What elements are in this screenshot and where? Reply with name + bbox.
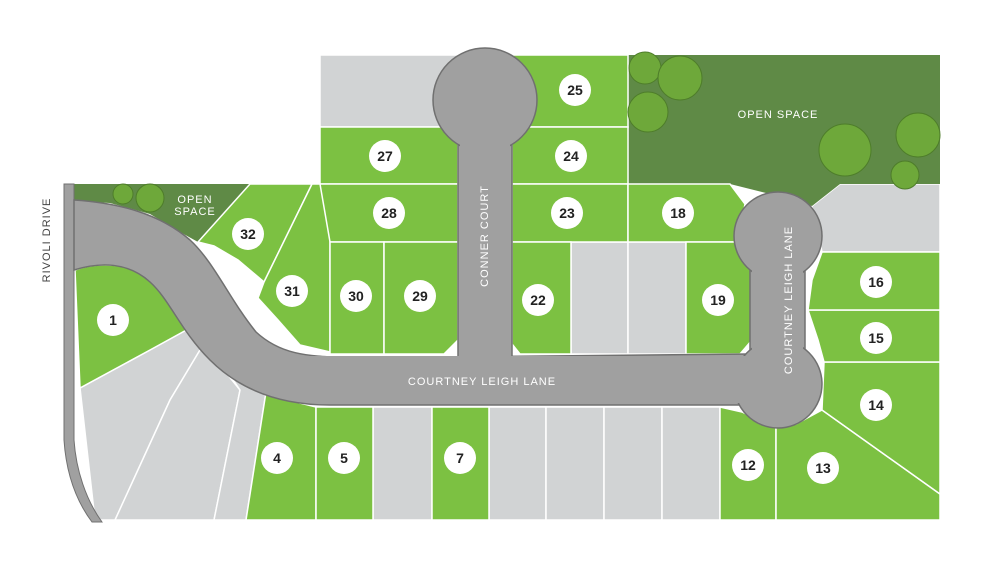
lot-number-label: 32 [240,226,256,242]
lot-marker-32[interactable]: 32 [232,218,264,250]
lot-marker-15[interactable]: 15 [860,322,892,354]
lot-marker-16[interactable]: 16 [860,266,892,298]
lot-marker-18[interactable]: 18 [662,197,694,229]
street-label-courtney-east: COURTNEY LEIGH LANE [783,226,795,374]
lot-marker-circle [662,197,694,229]
lot-number-label: 16 [868,274,884,290]
lot-marker-circle [807,452,839,484]
lot-marker-31[interactable]: 31 [276,275,308,307]
lot-unavailable-south-8 [488,406,547,521]
lot-marker-28[interactable]: 28 [373,197,405,229]
lot-marker-30[interactable]: 30 [340,280,372,312]
lot-number-label: 4 [273,450,281,466]
lot-marker-circle [369,140,401,172]
lot-marker-14[interactable]: 14 [860,389,892,421]
lot-marker-circle [340,280,372,312]
lot-unavailable-east-17 [811,183,941,253]
lot-marker-1[interactable]: 1 [97,304,129,336]
lot-marker-circle [522,284,554,316]
street-label-rivoli-drive: RIVOLI DRIVE [41,198,53,283]
lot-marker-circle [860,266,892,298]
lot-marker-24[interactable]: 24 [555,140,587,172]
lot-marker-22[interactable]: 22 [522,284,554,316]
open-space-label-small-2: SPACE [174,206,215,218]
lot-number-label: 27 [377,148,393,164]
lot-marker-circle [261,442,293,474]
lot-marker-circle [232,218,264,250]
available-lots [74,54,941,521]
lot-marker-circle [860,389,892,421]
lot-number-label: 18 [670,205,686,221]
lot-number-label: 7 [456,450,464,466]
trees [112,51,941,213]
open-space-label-large: OPEN SPACE [738,109,819,121]
lot-marker-circle [328,442,360,474]
lot-number-label: 5 [340,450,348,466]
lot-marker-circle [97,304,129,336]
lot-marker-27[interactable]: 27 [369,140,401,172]
roads [63,47,823,523]
lot-number-label: 28 [381,205,397,221]
lot-unavailable-south-9 [545,406,605,521]
lot-marker-7[interactable]: 7 [444,442,476,474]
lot-marker-circle [373,197,405,229]
lot-unavailable-south-10 [603,406,663,521]
open-space-label-small-1: OPEN [177,194,212,206]
lot-unavailable-center-21 [627,241,687,355]
lot-marker-circle [732,449,764,481]
lot-marker-25[interactable]: 25 [559,74,591,106]
lot-unavailable-center-20 [570,241,629,355]
lot-number-label: 1 [109,312,117,328]
lot-number-label: 31 [284,283,300,299]
lot-unavailable-south-11 [661,406,721,521]
lot-number-label: 24 [563,148,579,164]
lot-marker-circle [555,140,587,172]
lot-marker-circle [702,284,734,316]
lot-marker-circle [551,197,583,229]
lot-number-label: 22 [530,292,546,308]
lot-marker-4[interactable]: 4 [261,442,293,474]
street-label-conner-court: CONNER COURT [479,185,491,287]
lot-marker-circle [276,275,308,307]
lot-number-label: 13 [815,460,831,476]
lot-marker-circle [404,280,436,312]
street-label-courtney-main: COURTNEY LEIGH LANE [408,376,556,388]
lot-marker-23[interactable]: 23 [551,197,583,229]
lot-marker-circle [559,74,591,106]
lot-marker-13[interactable]: 13 [807,452,839,484]
lot-markers: 1 4 5 7 12 13 14 15 16 18 19 22 23 24 25… [97,74,892,484]
lot-number-label: 23 [559,205,575,221]
tree-icon [112,51,941,213]
lot-23 [511,183,629,243]
lot-number-label: 19 [710,292,726,308]
lot-number-label: 15 [868,330,884,346]
lot-number-label: 14 [868,397,884,413]
lot-number-label: 30 [348,288,364,304]
lot-number-label: 29 [412,288,428,304]
lot-marker-12[interactable]: 12 [732,449,764,481]
lot-marker-19[interactable]: 19 [702,284,734,316]
unavailable-lots [79,54,941,521]
lot-marker-29[interactable]: 29 [404,280,436,312]
lot-number-label: 12 [740,457,756,473]
lot-marker-circle [444,442,476,474]
lot-number-label: 25 [567,82,583,98]
lot-marker-5[interactable]: 5 [328,442,360,474]
lot-unavailable-south-6 [372,406,433,521]
lot-marker-circle [860,322,892,354]
